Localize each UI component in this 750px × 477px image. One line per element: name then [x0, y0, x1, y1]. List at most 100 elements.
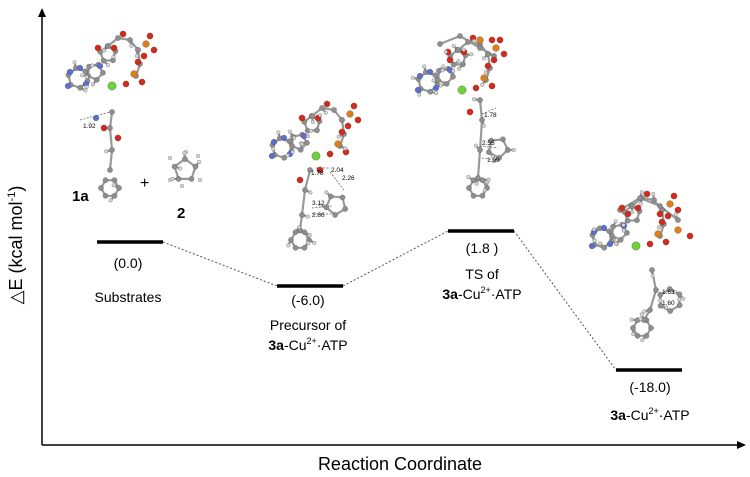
- molecule-atom: [638, 201, 643, 206]
- molecule-atom: [306, 241, 311, 246]
- molecule-atom: [643, 190, 651, 198]
- molecule-atom: [460, 61, 466, 68]
- molecule-label-2: 2: [177, 205, 185, 222]
- molecule-atom: [285, 153, 290, 158]
- molecule-atom: [297, 225, 301, 230]
- molecule-atom: [606, 240, 614, 248]
- molecule-atom: [410, 75, 415, 80]
- molecule-atom: [146, 32, 154, 40]
- molecule-atom: [432, 72, 439, 78]
- molecule-atom: [658, 218, 666, 226]
- molecule-atom: [658, 298, 663, 303]
- molecule-atom: [466, 175, 471, 180]
- distance-label: 2.55: [482, 140, 495, 147]
- molecule-atom: [111, 183, 116, 188]
- molecule-atom: [598, 241, 603, 246]
- molecule-atom: [434, 91, 439, 96]
- molecule-atom: [457, 85, 467, 95]
- molecule-atom: [621, 223, 626, 227]
- molecule-atom: [646, 240, 654, 248]
- molecule-atom: [316, 166, 324, 174]
- molecule-atom: [482, 188, 487, 193]
- molecule-atom: [270, 138, 278, 146]
- molecule-atom: [150, 46, 158, 54]
- molecule-atom: [314, 127, 320, 134]
- molecule-atom: [656, 210, 664, 218]
- molecule-atom: [319, 105, 325, 111]
- molecule-atom: [83, 88, 88, 93]
- molecule-atom: [654, 230, 662, 238]
- molecule-atom: [198, 178, 202, 182]
- molecule-bond: [108, 126, 114, 152]
- molecule-atom: [640, 338, 645, 342]
- molecule-atom: [299, 141, 304, 146]
- molecule-atom: [138, 78, 146, 86]
- molecule-atom: [500, 136, 506, 143]
- molecule-atom: [662, 238, 670, 246]
- molecule-atom: [466, 108, 474, 116]
- molecule-atom: [307, 233, 312, 237]
- molecule-contact: [481, 107, 497, 115]
- molecule-atom: [116, 185, 122, 191]
- molecule-atom: [90, 82, 95, 87]
- molecule-atom: [639, 312, 644, 317]
- molecule-bond: [476, 148, 482, 180]
- molecule-atom: [301, 245, 308, 251]
- molecule-atom: [134, 53, 139, 58]
- molecule-atom: [481, 123, 486, 128]
- molecule-atom: [350, 102, 358, 110]
- molecule-atom: [268, 152, 276, 160]
- molecule-atom: [479, 193, 486, 199]
- molecule-atom: [631, 241, 641, 251]
- molecule-atom: [630, 210, 635, 214]
- molecule-atom: [414, 86, 422, 94]
- molecule-atom: [431, 78, 436, 83]
- molecule-atom: [588, 242, 596, 250]
- molecule-bond: [300, 188, 307, 217]
- connector-1: [162, 241, 278, 287]
- molecule-atom: [312, 240, 317, 245]
- molecule-bond: [478, 98, 484, 122]
- molecule-atom: [354, 116, 362, 124]
- molecule-atom: [438, 83, 443, 88]
- molecule-atom: [629, 317, 634, 322]
- molecule-atom: [304, 140, 310, 146]
- molecule-atom: [178, 166, 183, 171]
- molecule-atom: [443, 50, 448, 54]
- molecule-atom: [676, 302, 683, 309]
- molecule-atom: [129, 43, 134, 48]
- molecule-atom: [102, 48, 107, 53]
- molecule-atom: [288, 237, 294, 243]
- molecule-atom: [271, 147, 276, 151]
- molecule-atom: [111, 54, 116, 59]
- molecule-atom: [670, 192, 678, 200]
- molecule-atom: [107, 167, 113, 173]
- molecule-atom: [130, 70, 138, 78]
- molecule-atom: [613, 219, 618, 224]
- molecule-atom: [648, 325, 654, 331]
- molecule-bond: [438, 34, 462, 46]
- connector-3: [513, 230, 617, 371]
- level-compound-precursor: 3a-Cu2+·ATP: [268, 336, 347, 353]
- molecule-atom: [197, 159, 202, 164]
- molecule-structure-cyclopentadiene: [168, 150, 202, 188]
- level-value-precursor: (-6.0): [291, 292, 324, 308]
- molecule-atom: [297, 147, 304, 153]
- molecule-atom: [470, 177, 477, 183]
- molecule-atom: [675, 217, 681, 223]
- y-axis-label: △E (kcal mol-1): [6, 186, 26, 305]
- molecule-atom: [466, 185, 472, 191]
- molecule-atom: [480, 74, 488, 82]
- molecule-bond: [478, 118, 484, 152]
- molecule-atom: [657, 203, 663, 209]
- molecule-atom: [647, 307, 653, 313]
- molecule-atom: [461, 47, 466, 52]
- molecule-atom: [127, 37, 133, 43]
- molecule-atom: [281, 155, 287, 161]
- molecule-atom: [451, 68, 456, 73]
- molecule-atom: [301, 229, 308, 235]
- molecule-atom: [72, 60, 77, 65]
- molecule-atom: [666, 286, 673, 292]
- distance-label: 1.99: [487, 157, 500, 164]
